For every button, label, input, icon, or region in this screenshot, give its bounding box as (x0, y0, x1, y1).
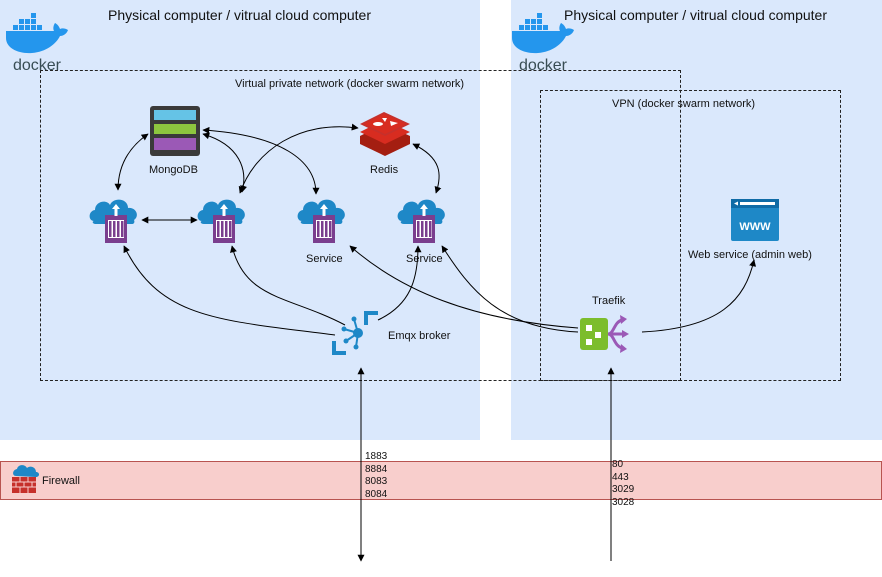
service-a-icon (297, 199, 345, 243)
docker-logo-right (512, 13, 574, 74)
docker-logo-left (6, 13, 68, 74)
port-443: 443 (612, 471, 629, 483)
edge-mongodb-container1 (114, 133, 149, 191)
mongodb-label: MongoDB (149, 164, 198, 176)
web-service-icon: WWW (731, 199, 779, 241)
port-8884: 8884 (365, 463, 388, 475)
edge-emqx-service-b (377, 245, 422, 321)
redis-label: Redis (370, 164, 399, 176)
edge-traefik-web (641, 259, 757, 333)
edge-redis-service-b (412, 143, 442, 194)
traefik-label: Traefik (592, 295, 626, 307)
connections (114, 123, 757, 562)
edge-traefik-service-b (441, 245, 579, 333)
traefik-icon (580, 315, 629, 353)
vpn-network-box (540, 90, 841, 381)
firewall-icon (12, 465, 39, 493)
service-b-label: Service (406, 253, 443, 265)
edge-emqx-container1 (123, 245, 336, 336)
edge-mongodb-service-a (202, 126, 320, 195)
edge-traefik-service-a (349, 245, 579, 329)
mongodb-icon (150, 106, 200, 156)
traefik-ports: 80 443 3029 3028 (612, 459, 634, 509)
edge-redis-container2 (238, 123, 359, 194)
web-service-label: Web service (admin web) (688, 249, 812, 261)
host-title-left: Physical computer / vitrual cloud comput… (108, 7, 371, 23)
emqx-label: Emqx broker (388, 330, 451, 342)
vpn-label: VPN (docker swarm network) (612, 98, 756, 110)
service-a-label: Service (306, 253, 343, 265)
port-8083: 8083 (365, 476, 388, 487)
redis-icon (360, 112, 410, 156)
edge-emqx-container2 (230, 245, 346, 326)
port-3029: 3029 (612, 484, 635, 495)
port-80: 80 (612, 459, 624, 470)
port-8084: 8084 (365, 488, 388, 500)
emqx-ports: 1883 8884 8083 8084 (365, 451, 387, 501)
firewall-band (0, 461, 882, 500)
container-icon-2 (197, 199, 245, 243)
port-1883: 1883 (365, 451, 388, 462)
emqx-icon (332, 311, 378, 355)
firewall-label: Firewall (42, 475, 80, 487)
host-title-right: Physical computer / vitrual cloud comput… (564, 7, 827, 23)
edge-mongodb-container2 (202, 132, 248, 193)
host-panel-right (511, 0, 882, 440)
vpn-private-label: Virtual private network (docker swarm ne… (235, 78, 465, 90)
container-icon-1 (89, 199, 137, 243)
svg-text:WWW: WWW (739, 221, 771, 233)
port-3028: 3028 (612, 496, 635, 508)
service-b-icon (397, 199, 445, 243)
